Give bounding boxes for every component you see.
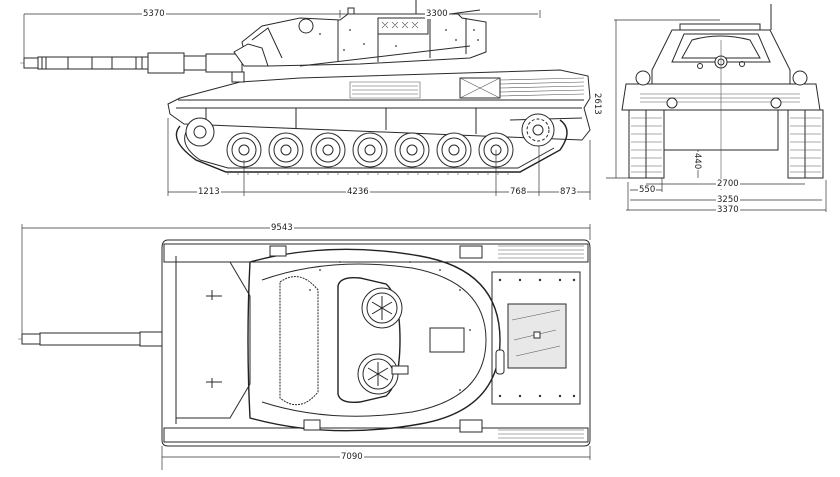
road-wheels (226, 132, 514, 168)
dim-track-width: 550 (638, 185, 657, 195)
front-view (606, 4, 827, 212)
dim-wheelbase: 4236 (346, 187, 370, 197)
dim-gun-overhang: 5370 (142, 9, 166, 19)
right-track-front (787, 109, 824, 179)
dim-overall-width: 3370 (716, 205, 740, 215)
top-dimensions (21, 224, 591, 470)
dim-track-centers: 2700 (716, 179, 740, 189)
idler-wheel (185, 117, 215, 147)
dim-front-overhang: 1213 (197, 187, 221, 197)
hatch-1 (361, 287, 403, 329)
top-view (18, 224, 591, 470)
dim-overall-length: 9543 (270, 223, 294, 233)
hull-side (167, 69, 591, 141)
dim-hull-length: 7090 (340, 452, 364, 462)
dim-hull-width: 3250 (716, 195, 740, 205)
dim-rear-overhang: 873 (559, 187, 578, 197)
dim-height: 2613 (592, 92, 602, 116)
left-track-front (628, 109, 665, 179)
dim-turret-length: 3300 (425, 9, 449, 19)
turret-side (233, 0, 487, 67)
dim-rear-wheel-to-sprocket: 768 (509, 187, 528, 197)
drive-sprocket (521, 113, 555, 147)
gun-barrel-side (20, 52, 243, 74)
side-view (20, 0, 591, 200)
dim-ground-clearance: 440 (692, 152, 702, 171)
